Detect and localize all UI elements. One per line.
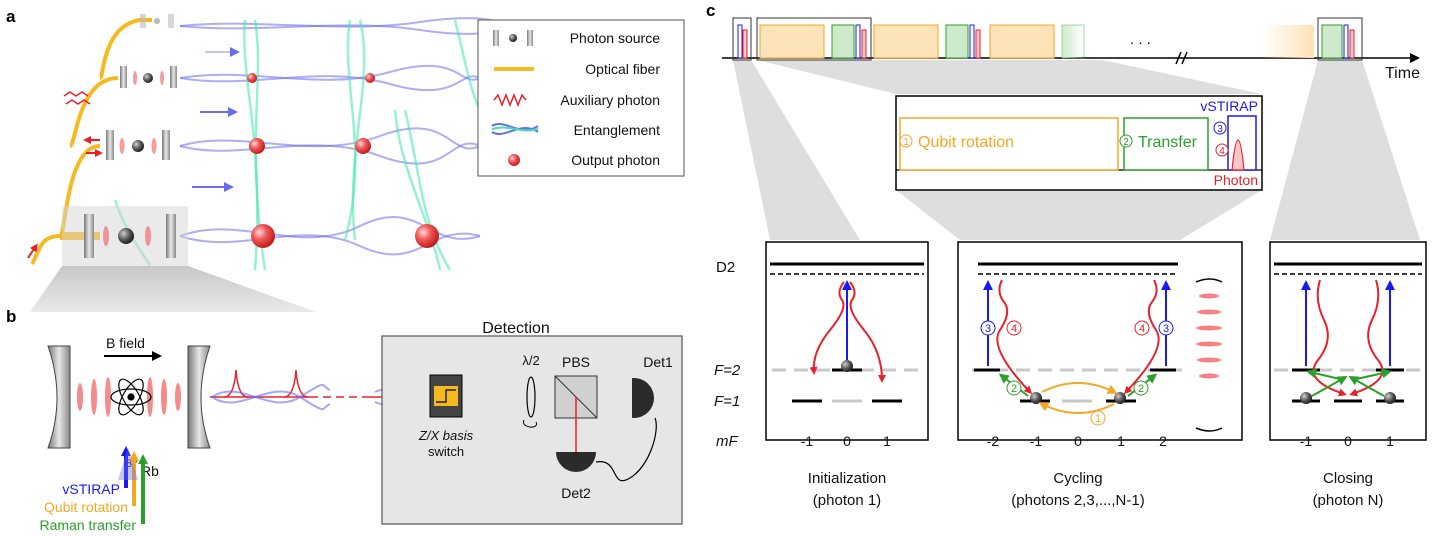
laser-arrows	[118, 446, 148, 524]
panel-c-label: c	[706, 1, 715, 20]
level-label-mf: mF	[716, 433, 738, 450]
init-mf-tick-1: -1	[801, 433, 814, 449]
step-1-marker: 1	[903, 137, 909, 148]
panel-b: b B field 87 Rb	[6, 266, 683, 533]
det2-label: Det2	[561, 485, 591, 501]
cavity-standing-wave	[77, 377, 181, 417]
cycle-mf-tick-2: -1	[1030, 433, 1043, 449]
auxiliary-photon-icon	[493, 92, 527, 108]
legend-label-photon-source: Photon source	[570, 30, 660, 46]
zoom-shade-cycle	[896, 190, 1262, 240]
close-mf-tick-2: 0	[1344, 433, 1352, 449]
det2-icon	[556, 452, 596, 472]
level-label-d2: D2	[716, 259, 735, 276]
step-4-marker: 4	[1219, 146, 1225, 157]
output-photon-icon	[508, 154, 520, 166]
stage-cycling: 3 4 4 3 2 2 1 -2 -1	[957, 241, 1243, 509]
zoom-shade-close	[1270, 60, 1420, 240]
laser-label-raman-transfer: Raman transfer	[40, 517, 137, 533]
laser-label-vstirap: vSTIRAP	[62, 481, 120, 497]
stage-subtitle-closing: (photon N)	[1313, 492, 1384, 509]
entanglement-links	[113, 19, 482, 271]
photon-source-1	[140, 14, 174, 28]
detector-cable	[595, 417, 657, 482]
zoom-label-transfer: Transfer	[1138, 134, 1198, 151]
b-field-label: B field	[106, 335, 145, 351]
timeline-ellipsis: . . .	[1130, 31, 1151, 48]
pbs-label: PBS	[562, 354, 590, 370]
cycle-mf-tick-4: 1	[1117, 433, 1125, 449]
zoomed-sequence: 1 Qubit rotation 2 Transfer 3 4 vSTIRAP …	[895, 95, 1263, 191]
panel-a: a	[6, 7, 685, 271]
photon-source-4	[84, 214, 176, 258]
panel-c: c Time . . .	[706, 1, 1427, 509]
step-2-marker: 2	[1123, 137, 1129, 148]
photon-source-2	[120, 66, 177, 88]
basis-switch	[429, 374, 463, 418]
basis-switch-label-1: Z/X basis	[418, 428, 474, 443]
legend-label-optical-fiber: Optical fiber	[585, 61, 660, 77]
stage-subtitle-initialization: (photon 1)	[813, 492, 881, 509]
stage-title-initialization: Initialization	[808, 470, 886, 487]
auxiliary-photon-mark	[63, 91, 89, 97]
level-label-f1: F=1	[714, 393, 740, 410]
init-mf-tick-3: 1	[883, 433, 891, 449]
stage-closing: -1 0 1 Closing (photon N)	[1269, 241, 1427, 509]
output-photons	[247, 73, 439, 248]
cycle-step-1: 1	[1095, 413, 1101, 425]
half-wave-plate	[523, 376, 537, 428]
rb-symbol: Rb	[141, 463, 159, 479]
photon-source-icon	[493, 30, 533, 46]
close-mf-tick-1: -1	[1300, 433, 1313, 449]
cycle-mf-tick-3: 0	[1074, 433, 1082, 449]
entanglement-beams	[179, 17, 501, 256]
detection-title: Detection	[482, 320, 550, 337]
step-3-marker: 3	[1217, 124, 1223, 135]
init-mf-tick-2: 0	[843, 433, 851, 449]
close-mf-tick-3: 1	[1386, 433, 1394, 449]
cycle-step-3-right: 3	[1163, 323, 1169, 335]
legend-label-entanglement: Entanglement	[574, 122, 661, 138]
cycle-mf-tick-5: 2	[1159, 433, 1167, 449]
legend-label-auxiliary-photon: Auxiliary photon	[560, 92, 660, 108]
stage-title-closing: Closing	[1323, 470, 1373, 487]
zoom-shade-init	[733, 60, 860, 240]
cycle-step-4-left: 4	[1011, 323, 1017, 335]
photon-source-3	[106, 130, 170, 160]
cycle-step-3-left: 3	[985, 323, 991, 335]
legend-label-output-photon: Output photon	[571, 152, 660, 168]
zoom-label-qubit-rotation: Qubit rotation	[918, 134, 1014, 151]
zoom-shade-sequence	[757, 60, 1262, 94]
timeline-blocks	[732, 17, 1363, 61]
legend: Photon source Optical fiber Auxiliary ph…	[477, 19, 685, 177]
laser-label-qubit-rotation: Qubit rotation	[44, 499, 128, 515]
zoom-label-photon: Photon	[1214, 172, 1258, 188]
zoom-label-vstirap: vSTIRAP	[1200, 98, 1258, 114]
stage-initialization: -1 0 1 Initialization (photon 1)	[765, 241, 929, 509]
zoom-shade-b	[30, 266, 316, 312]
entanglement-icon	[491, 123, 539, 135]
axis-break	[1175, 51, 1188, 65]
cycle-step-2-left: 2	[1011, 383, 1017, 395]
level-label-f2: F=2	[714, 362, 741, 379]
rb-atom	[110, 378, 152, 416]
half-wave-label: λ/2	[522, 353, 539, 368]
basis-switch-label-2: switch	[428, 444, 464, 459]
stage-subtitle-cycling: (photons 2,3,...,N-1)	[1011, 492, 1144, 509]
cycle-step-2-right: 2	[1138, 383, 1144, 395]
panel-a-label: a	[6, 7, 16, 26]
cycle-step-4-right: 4	[1139, 323, 1145, 335]
stage-title-cycling: Cycling	[1053, 470, 1102, 487]
propagation-arrows	[192, 47, 240, 192]
cavity-mirror-left	[47, 345, 71, 449]
time-axis-label: Time	[1385, 65, 1420, 82]
detection-box	[381, 335, 683, 525]
det1-label: Det1	[643, 354, 673, 370]
cycle-mf-tick-1: -2	[987, 433, 1000, 449]
panel-b-label: b	[6, 307, 16, 326]
cavity-mirror-right	[187, 345, 211, 449]
